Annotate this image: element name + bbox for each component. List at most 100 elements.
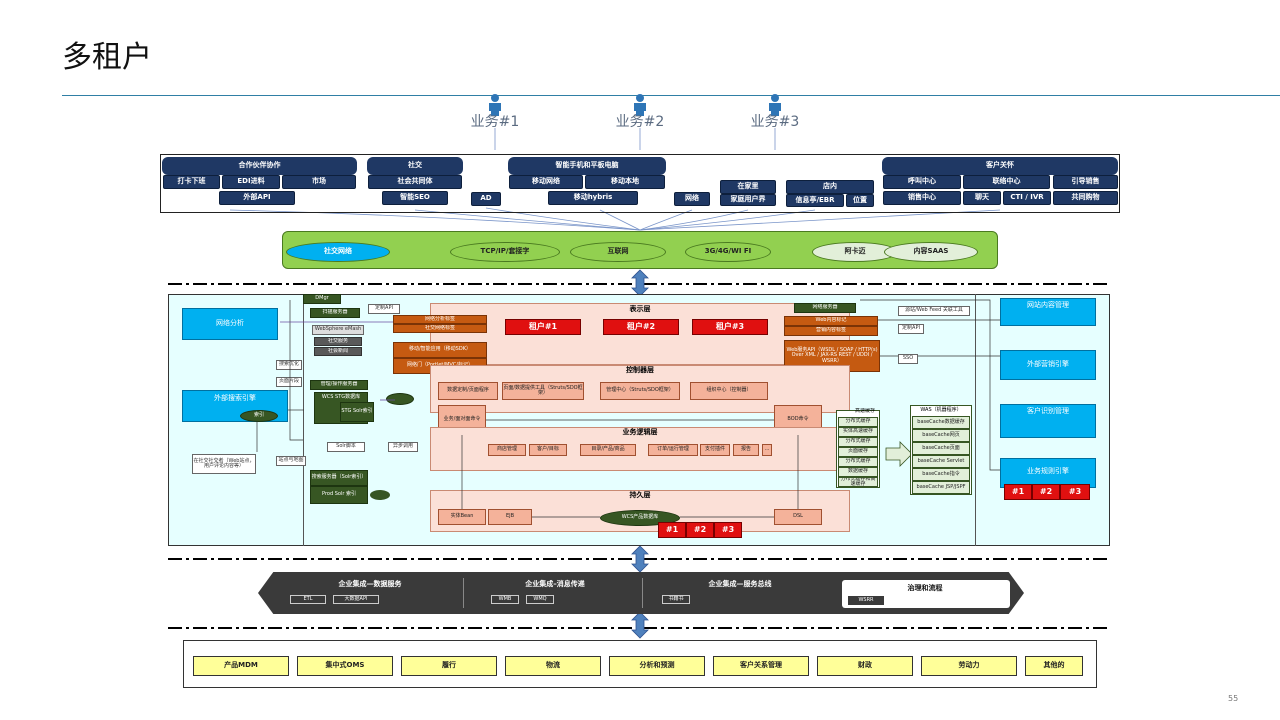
mobile-item[interactable]: 移动本地 bbox=[585, 175, 665, 189]
page-title: 多租户 bbox=[62, 40, 152, 75]
stg-cylinder bbox=[386, 393, 414, 405]
marketing-engine-box[interactable]: 外部营销引擎 bbox=[1000, 350, 1096, 380]
social-item[interactable]: 社会共同体 bbox=[368, 175, 462, 189]
network-cloud: 社交网络 bbox=[286, 242, 390, 262]
api-label: 定制API bbox=[898, 324, 924, 334]
social-service-box: 社交服务 bbox=[314, 337, 362, 346]
care-item[interactable]: 引导销售 bbox=[1053, 175, 1118, 189]
user-label: 业务#3 bbox=[750, 114, 800, 131]
middle-left-divider bbox=[303, 294, 304, 546]
social-share-tag: 社交网络标签 bbox=[393, 324, 487, 333]
rules-tenant-tag[interactable]: #2 bbox=[1032, 484, 1060, 500]
social-header: 社交 bbox=[367, 157, 463, 175]
scan-server: 扫描服务器 bbox=[310, 308, 360, 318]
backend-system[interactable]: 分析和预测 bbox=[609, 656, 705, 676]
was-title: WAS（机器程序） bbox=[920, 406, 962, 413]
mobile-item[interactable]: 移动hybris bbox=[548, 191, 638, 205]
backend-system[interactable]: 物流 bbox=[505, 656, 601, 676]
rules-tenant-tag[interactable]: #3 bbox=[1060, 484, 1090, 500]
controller-item: 页面/数据提供工具（Struts/SDO框架） bbox=[502, 382, 584, 400]
social-item[interactable]: 智能SEO bbox=[382, 191, 448, 205]
mobile-app-box: 移动/智能应用（移动SDK） bbox=[393, 342, 487, 358]
wsm-box: WebSphere eMash bbox=[312, 325, 364, 335]
user-icon bbox=[632, 94, 648, 116]
care-item[interactable]: 销售中心 bbox=[883, 191, 961, 205]
store-item[interactable]: 位置 bbox=[846, 194, 874, 207]
notes-label: 在社交社交者（Web站点，用户评论内容等） bbox=[192, 454, 256, 474]
backend-system[interactable]: 财政 bbox=[817, 656, 913, 676]
rules-tenant-tag[interactable]: #1 bbox=[1004, 484, 1032, 500]
sso-label: SSO bbox=[898, 354, 918, 364]
user-icon bbox=[487, 94, 503, 116]
cache-title: 高速缓存 bbox=[854, 408, 875, 415]
store-item[interactable]: 信息亭/EBR bbox=[786, 194, 844, 207]
user-label: 业务#1 bbox=[470, 114, 520, 131]
page-cache-label: 页面片段 bbox=[276, 377, 302, 387]
content-mgmt-tag: 营销内容标签 bbox=[784, 326, 878, 336]
web-item[interactable]: 网络 bbox=[674, 192, 710, 206]
network-cloud: 互联网 bbox=[570, 242, 666, 262]
ad-item[interactable]: AD bbox=[471, 192, 501, 206]
controller-item: 组织中心（控制器） bbox=[690, 382, 768, 400]
integration-bus-item: 书籍书 bbox=[662, 595, 690, 604]
backend-system[interactable]: 履行 bbox=[401, 656, 497, 676]
backend-system[interactable]: 客户关系管理 bbox=[713, 656, 809, 676]
persist-item: DSL bbox=[774, 509, 822, 525]
care-item[interactable]: 共同购物 bbox=[1053, 191, 1118, 205]
partner-item[interactable]: 外部API bbox=[219, 191, 295, 205]
was-item: baseCache指令 bbox=[912, 468, 970, 481]
cache-item: 数据缓存 bbox=[838, 467, 878, 477]
mobile-header: 智能手机和平板电脑 bbox=[508, 157, 666, 175]
ext-search-box[interactable]: 外部搜索引擎 bbox=[182, 390, 288, 422]
cache-to-was-arrow bbox=[885, 441, 913, 467]
logic-layer-title: 业务逻辑层 bbox=[622, 428, 658, 437]
store-header: 店内 bbox=[786, 180, 874, 194]
partner-item[interactable]: 市场 bbox=[282, 175, 356, 189]
integration-msg-item: WMQ bbox=[526, 595, 554, 604]
care-item[interactable]: CTI / IVR bbox=[1003, 191, 1051, 205]
care-item[interactable]: 联络中心 bbox=[963, 175, 1050, 189]
home-item[interactable]: 家庭用户界 bbox=[720, 194, 776, 206]
dmgr-box: DMgr bbox=[303, 294, 341, 304]
prod-solr-box: Prod Solr 索引 bbox=[310, 486, 368, 504]
was-item: baseCache Servlet bbox=[912, 455, 970, 468]
governance-title: 治理和流程 bbox=[907, 584, 943, 593]
site-map-label: 站点与地图 bbox=[276, 456, 306, 466]
index-cylinder: 索引 bbox=[240, 410, 278, 422]
integration-bus-title: 企业集成—服务总线 bbox=[708, 580, 772, 589]
cust-id-box[interactable]: 客户识别管理 bbox=[1000, 404, 1096, 438]
content-mgmt-box[interactable]: 网站内容管理 bbox=[1000, 298, 1096, 326]
persist-tenant-tag[interactable]: #3 bbox=[714, 522, 742, 538]
backend-system[interactable]: 劳动力 bbox=[921, 656, 1017, 676]
persist-tenant-tag[interactable]: #2 bbox=[686, 522, 714, 538]
network-cloud: TCP/IP/套接字 bbox=[450, 242, 560, 262]
tenant-box[interactable]: 租户#1 bbox=[505, 319, 581, 335]
logic-item: 商店管理 bbox=[488, 444, 526, 456]
partner-item[interactable]: 打卡下班 bbox=[163, 175, 220, 189]
backend-system[interactable]: 其他的 bbox=[1025, 656, 1083, 676]
persist-tenant-tag[interactable]: #1 bbox=[658, 522, 686, 538]
care-item[interactable]: 聊天 bbox=[963, 191, 1001, 205]
mobile-item[interactable]: 移动网络 bbox=[509, 175, 583, 189]
web-analytics-box[interactable]: 网络分析 bbox=[182, 308, 278, 340]
partner-item[interactable]: EDI进料 bbox=[222, 175, 280, 189]
custom-api-label: 定制API bbox=[368, 304, 400, 314]
backend-system[interactable]: 产品MDM bbox=[193, 656, 289, 676]
was-item: baseCache数据缓存 bbox=[912, 416, 970, 429]
care-item[interactable]: 呼叫中心 bbox=[883, 175, 961, 189]
persistence-layer-title: 持久层 bbox=[629, 491, 651, 500]
logic-item: 目录/产品/商品 bbox=[580, 444, 636, 456]
controller-item: 管理中心（Struts/SDO框架） bbox=[600, 382, 680, 400]
cache-item: 分布式缓存 bbox=[838, 457, 878, 467]
tenant-box[interactable]: 租户#3 bbox=[692, 319, 768, 335]
backend-system[interactable]: 集中式OMS bbox=[297, 656, 393, 676]
tenant-box[interactable]: 租户#2 bbox=[603, 319, 679, 335]
logic-item: 报告 bbox=[733, 444, 759, 456]
integration-data-item: 大数据API bbox=[333, 595, 379, 604]
logic-item: ... bbox=[762, 444, 772, 456]
integration-data bbox=[274, 578, 464, 608]
solr-script-label: Solr脚本 bbox=[327, 442, 365, 452]
web-tag-box: Web内容标记 bbox=[784, 316, 878, 326]
page-number: 55 bbox=[1228, 694, 1239, 703]
user-icon bbox=[767, 94, 783, 116]
